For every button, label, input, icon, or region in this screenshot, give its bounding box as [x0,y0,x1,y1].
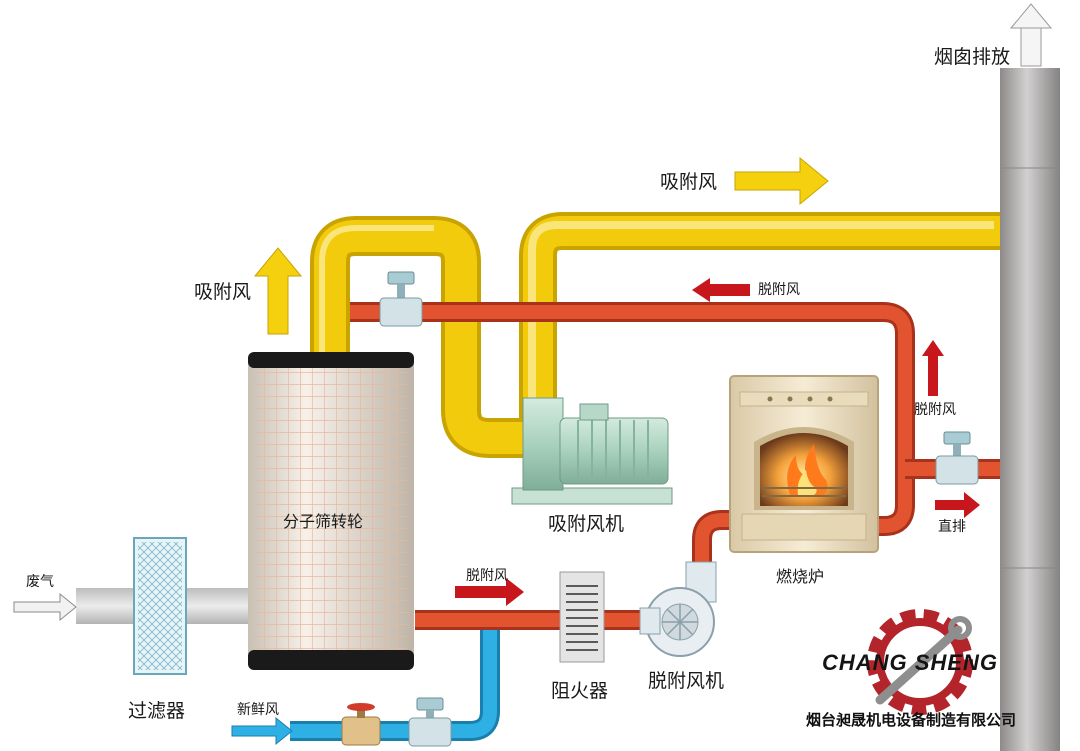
flame-arrester-label: 阻火器 [551,680,608,702]
arrow-adsorption-up [253,247,303,335]
rotor-label: 分子筛转轮 [283,512,363,531]
arrow-desorption-up [922,340,944,396]
chang-sheng-logo-icon [867,609,973,715]
arrow-adsorption-right [734,156,829,206]
desorption-fan [639,561,717,657]
desorption-supply-pipe [415,510,735,630]
arrow-desorption-left [692,278,750,302]
burner [729,375,879,553]
filter-label: 过滤器 [128,700,185,722]
adsorption-air-left-label: 吸附风 [194,281,251,303]
flame-arrester [559,571,605,663]
adsorption-fan-label: 吸附风机 [548,513,624,535]
arrow-desorption-bottom [455,578,524,606]
adsorption-air-top-label: 吸附风 [660,171,717,193]
waste-gas-pipe [76,588,250,624]
valve-top [379,271,423,327]
desorption-air-top-label: 脱附风 [758,281,800,297]
desorption-fan-label: 脱附风机 [648,670,724,692]
brand-name: CHANG SHENG [822,650,998,675]
desorption-air-right-label: 脱附风 [914,401,956,417]
chimney-label: 烟囱排放 [934,46,1010,68]
desorption-air-bottom-label: 脱附风 [466,567,508,583]
arrow-waste-gas [13,592,77,622]
valve-right [935,431,979,485]
adsorption-pipe-rotor [310,216,523,458]
arrow-fresh-air [231,716,293,746]
waste-gas-label: 废气 [26,573,54,589]
arrow-direct-exhaust [935,492,980,518]
adsorption-fan [511,397,673,505]
direct-exhaust-label: 直排 [938,518,966,534]
adsorption-pipe [519,212,1000,455]
fresh-air-pipe [290,630,500,741]
burner-label: 燃烧炉 [776,568,824,586]
gate-valve [341,703,381,746]
company-name: 烟台昶晟机电设备制造有限公司 [806,711,1016,729]
filter [133,537,187,675]
valve-fresh-air [408,697,452,747]
molecular-sieve-rotor [248,352,414,670]
chimney [1000,3,1060,751]
fresh-air-label: 新鲜风 [237,701,279,717]
